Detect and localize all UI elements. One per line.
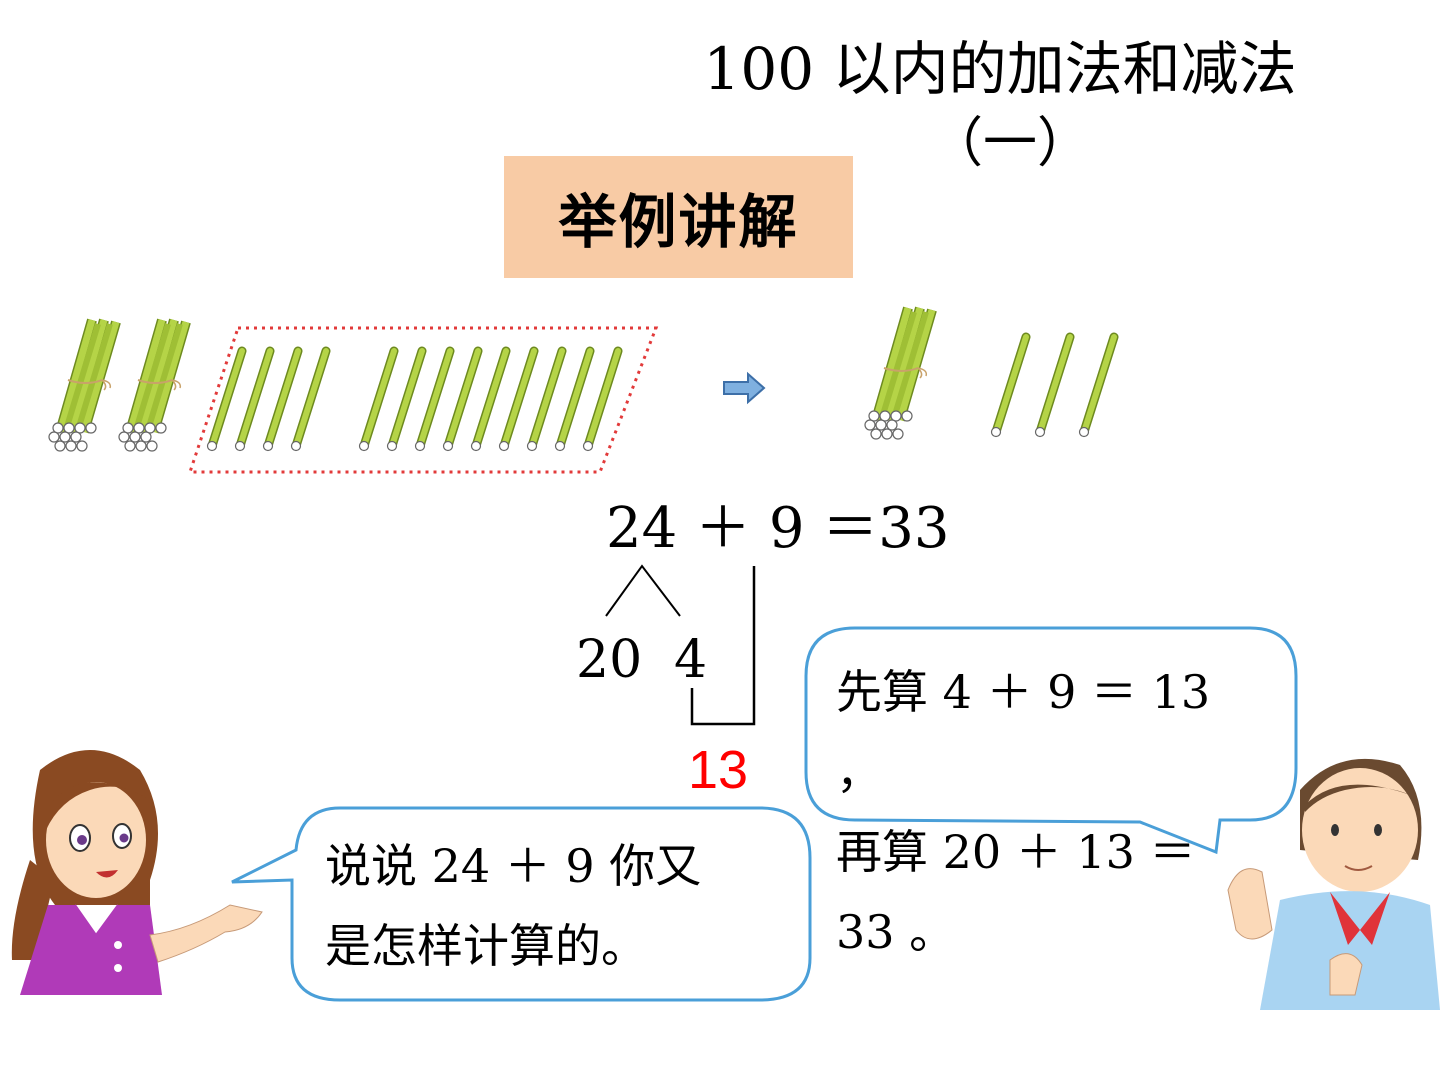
- student-speech-bubble: [804, 626, 1298, 855]
- teacher-bubble-line: 是怎样计算的。: [325, 919, 647, 973]
- student-bubble-line: 再算 20 ＋ 13 ＝: [836, 825, 1196, 879]
- stick-bundle-icon: [49, 320, 116, 451]
- student-bubble-line: 33 。: [836, 905, 956, 959]
- teacher-avatar: [11, 750, 263, 995]
- split-tens: 20: [576, 630, 643, 690]
- split-ones: 4: [674, 630, 708, 690]
- student-bubble-line: 先算 4 ＋ 9 ＝ 13: [836, 665, 1211, 719]
- loose-sticks-four: [208, 351, 327, 451]
- teacher-speech-bubble: [231, 806, 812, 1002]
- right-arrow-icon: [723, 371, 766, 405]
- teacher-bubble-text: 说说 24 ＋ 9 你又 是怎样计算的。: [325, 826, 785, 986]
- teacher-bubble-line: 说说 24 ＋ 9 你又: [325, 839, 702, 893]
- sum-bracket: [690, 566, 756, 726]
- slide-title-sub: （一）: [929, 111, 1091, 174]
- loose-sticks-three: [992, 337, 1115, 437]
- selection-box: [187, 326, 659, 474]
- loose-sticks-nine: [360, 351, 619, 451]
- stick-bundle-icon: [119, 320, 186, 451]
- split-lines: [605, 564, 681, 617]
- stick-bundle-icon: [865, 308, 932, 439]
- slide-title: 100 以内的加法和减法: [703, 35, 1297, 103]
- section-label: 举例讲解: [504, 156, 853, 278]
- student-avatar: [1227, 758, 1440, 1010]
- section-label-text: 举例讲解: [558, 188, 799, 256]
- student-bubble-line: ，: [836, 745, 882, 799]
- equation: 24 ＋ 9 ＝33: [606, 496, 950, 561]
- partial-sum: 13: [688, 740, 749, 800]
- student-bubble-text: 先算 4 ＋ 9 ＝ 13 ， 再算 20 ＋ 13 ＝ 33 。: [836, 652, 1256, 972]
